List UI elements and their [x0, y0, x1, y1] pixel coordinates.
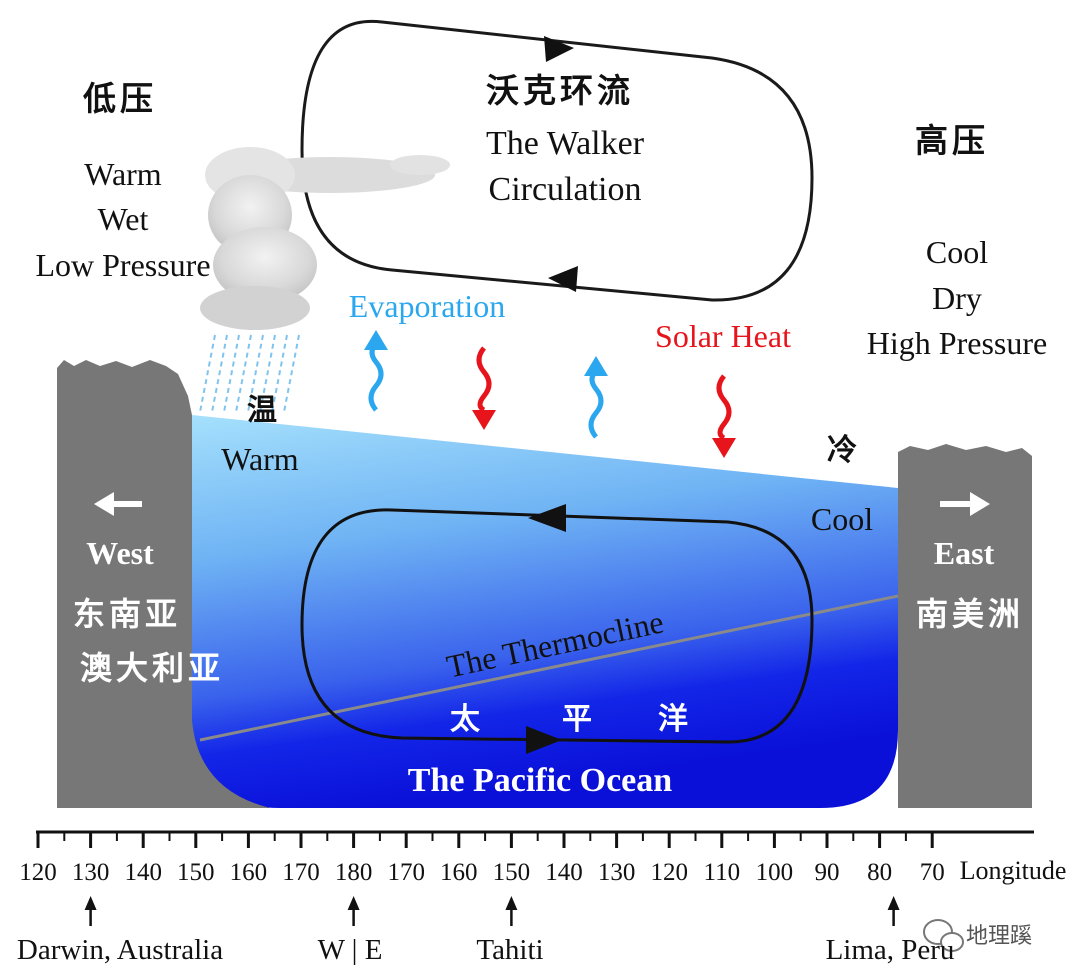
axis-tick-label: 120 — [650, 859, 688, 886]
ocean-basin — [192, 415, 898, 808]
solar-heat-arrow-icon — [712, 374, 736, 458]
ocean-arrow-east — [526, 726, 562, 754]
axis-tick-label: 140 — [124, 859, 162, 886]
wechat-watermark-icon — [923, 919, 964, 952]
marker-label-darwin: Darwin, Australia — [16, 934, 224, 966]
warm-label: Warm — [221, 441, 299, 477]
walker-title-line2: Circulation — [488, 171, 642, 208]
walker-arrow-west — [548, 266, 578, 292]
rain-icon — [199, 334, 300, 413]
high-pressure-label-cn: 高压 — [915, 121, 989, 160]
axis-tick-label: 160 — [230, 859, 268, 886]
axis-tick-label: 170 — [387, 859, 425, 886]
axis-tick-label: 80 — [867, 859, 892, 886]
axis-tick-label: 90 — [815, 859, 840, 886]
axis-tick-label: 150 — [177, 859, 215, 886]
location-markers — [84, 896, 900, 926]
ocean-arrow-west — [528, 504, 566, 532]
evaporation-arrow-icon — [364, 330, 388, 412]
west-atmos-line-wet: Wet — [97, 201, 149, 237]
west-atmos-line-warm: Warm — [84, 156, 162, 192]
axis-tick-label: 150 — [493, 859, 531, 886]
east-atmos-line-cool: Cool — [925, 234, 989, 270]
watermark-text: 地理蹊 — [966, 924, 1033, 949]
east-atmos-line-high-pressure: High Pressure — [866, 325, 1048, 361]
west-label: West — [86, 535, 154, 571]
east-arrow-icon — [940, 492, 990, 516]
walker-title-line1: The Walker — [485, 125, 645, 162]
axis-tick-label: 70 — [920, 859, 945, 886]
west-landmass — [57, 360, 270, 808]
lima-marker-arrow-icon — [887, 896, 900, 926]
east-label: East — [933, 535, 995, 571]
axis-tick-label: 110 — [704, 859, 741, 886]
axis-tick-label: 130 — [598, 859, 636, 886]
cool-label-cn: 冷 — [827, 433, 857, 468]
west-atmos-line-low-pressure: Low Pressure — [35, 247, 211, 283]
pacific-label-cn-2: 平 — [562, 702, 592, 737]
axis-tick-label: 100 — [756, 859, 794, 886]
pacific-label-cn-3: 洋 — [658, 702, 688, 737]
dateline-marker-arrow-icon — [347, 896, 360, 926]
longitude-axis: 120 130 140 150 160 170 180 170 160 150 140 130 120 1… — [19, 830, 1034, 886]
longitude-unit-label: Longitude — [959, 856, 1067, 885]
east-atmos-line-dry: Dry — [932, 280, 982, 316]
thermocline-line — [199, 594, 899, 742]
walker-title-cn: 沃克环流 — [486, 71, 634, 110]
east-region-cn: 南美洲 — [915, 595, 1024, 633]
storm-cloud-icon — [200, 147, 450, 330]
walker-circulation-loop — [300, 19, 814, 302]
marker-label-dateline: W | E — [317, 934, 383, 966]
walker-arrow-east — [544, 36, 574, 62]
pacific-ocean-label: The Pacific Ocean — [407, 762, 673, 799]
west-region-cn-line1: 东南亚 — [72, 595, 181, 633]
east-landmass — [898, 444, 1032, 808]
solar-heat-label: Solar Heat — [655, 318, 791, 354]
west-region-cn-line2: 澳大利亚 — [79, 649, 224, 687]
low-pressure-label-cn: 低压 — [83, 79, 157, 118]
cool-label: Cool — [810, 501, 874, 537]
pacific-label-cn-1: 太 — [450, 702, 480, 737]
marker-label-lima: Lima, Peru — [825, 934, 955, 966]
axis-tick-label: 120 — [19, 859, 57, 886]
darwin-marker-arrow-icon — [84, 896, 97, 926]
axis-tick-label: 160 — [440, 859, 478, 886]
west-arrow-icon — [94, 492, 142, 516]
solar-heat-arrow-icon — [472, 346, 496, 430]
axis-tick-label: 130 — [72, 859, 110, 886]
axis-tick-label: 140 — [545, 859, 583, 886]
evaporation-arrow-icon — [584, 356, 608, 439]
axis-tick-label: 170 — [282, 859, 320, 886]
evaporation-label: Evaporation — [348, 288, 506, 324]
ocean-circulation-loop — [300, 508, 814, 744]
tahiti-marker-arrow-icon — [505, 896, 518, 926]
axis-tick-label: 180 — [335, 859, 373, 886]
warm-label-cn: 温 — [247, 393, 277, 428]
marker-label-tahiti: Tahiti — [476, 934, 544, 966]
